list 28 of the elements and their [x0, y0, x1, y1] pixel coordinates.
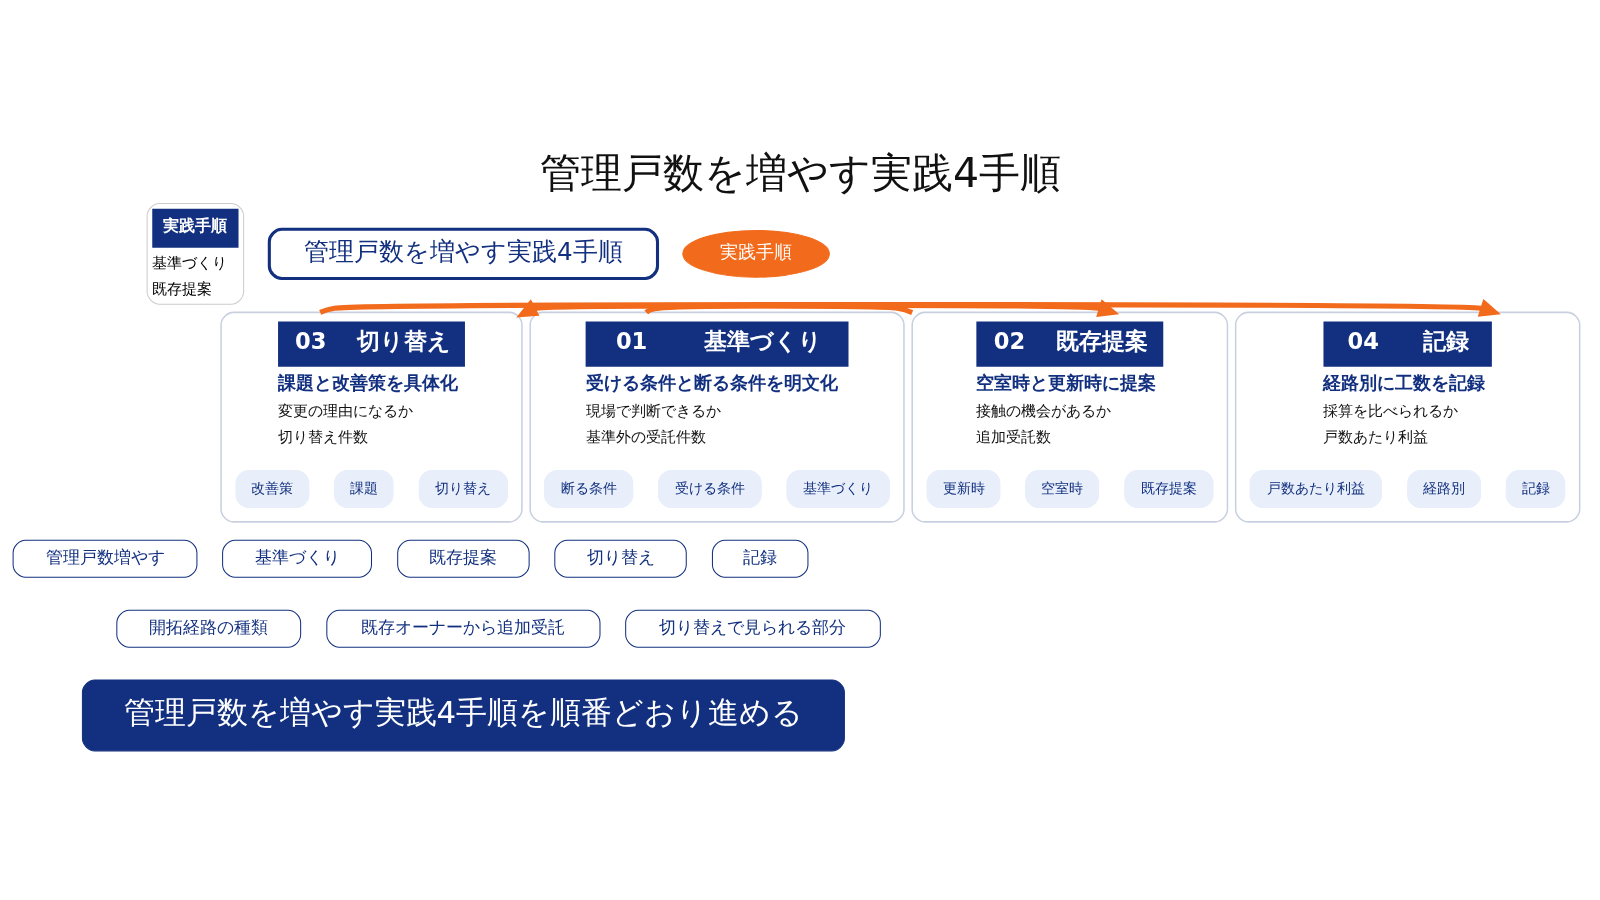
node-box: 管理戸数を増やす実践4手順 [267, 227, 659, 280]
node-box: 管理戸数増やす [12, 539, 197, 578]
node-box: 改善策 [234, 469, 309, 508]
node-box: 記録 [1505, 469, 1565, 508]
arrow [318, 298, 1501, 317]
node-box: 戸数あたり利益 [1249, 469, 1382, 508]
node-box: 空室時 [1024, 469, 1099, 508]
node-ellipse: 実践手順 [681, 229, 830, 278]
arrow [644, 298, 1119, 317]
node-box: 基準づくり [785, 469, 890, 508]
node-box: 断る条件 [543, 469, 633, 508]
node-box: 既存提案 [1123, 469, 1214, 508]
node-box: 更新時 [926, 469, 1000, 508]
node-box: 課題 [333, 469, 394, 508]
node-box: 実践手順 基準づくり 既存提案 [146, 202, 244, 305]
node-box: 受ける条件 [657, 469, 762, 508]
node-box: 切り替え [418, 469, 508, 508]
node-box: 基準づくり [221, 539, 372, 578]
node-box: 開拓経路の種類 [115, 609, 301, 648]
node-box: 記録 [711, 539, 808, 578]
node-box: 既存提案 [396, 539, 530, 578]
node-box: 管理戸数を増やす実践4手順を順番どおり進める [81, 679, 845, 751]
node-box: 切り替え [553, 539, 687, 578]
arrow [515, 298, 913, 317]
node-box: 既存オーナーから追加受託 [325, 609, 600, 648]
diagram-title: 管理戸数を増やす実践4手順 [539, 148, 1061, 197]
node-box: 切り替えで見られる部分 [624, 609, 881, 648]
node-box: 経路別 [1406, 469, 1481, 508]
